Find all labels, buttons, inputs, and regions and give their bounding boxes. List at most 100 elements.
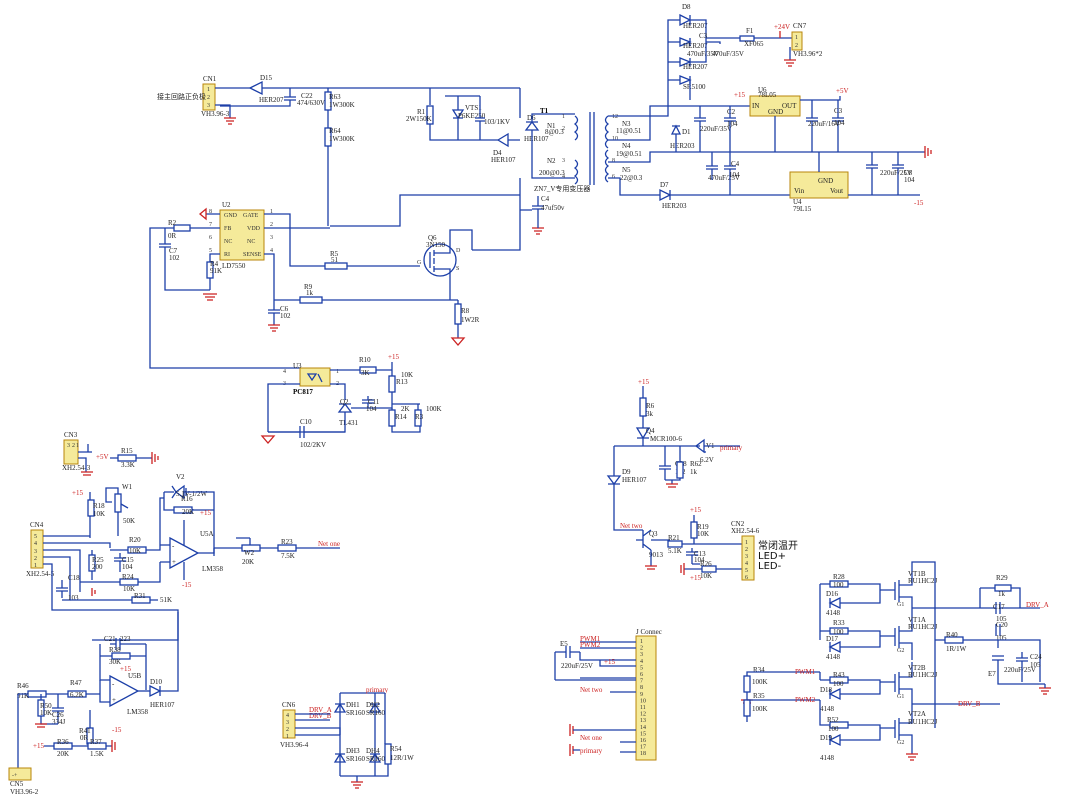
svg-text:R16: R16 — [181, 495, 193, 503]
svg-text:HER207: HER207 — [683, 22, 708, 30]
svg-text:PWM2: PWM2 — [795, 696, 816, 704]
c18-capacitor: C18 103 — [56, 574, 80, 602]
svg-text:1: 1 — [207, 87, 210, 93]
svg-text:VTS1: VTS1 — [465, 104, 482, 112]
svg-text:7: 7 — [209, 222, 212, 228]
svg-text:3.3K: 3.3K — [121, 461, 135, 469]
svg-text:1: 1 — [286, 734, 289, 740]
svg-text:200: 200 — [92, 563, 103, 571]
svg-text:10K: 10K — [93, 510, 105, 518]
svg-text:104: 104 — [122, 563, 133, 571]
svg-text:2: 2 — [745, 547, 748, 553]
svg-text:PWM1: PWM1 — [580, 635, 601, 643]
r62-resistor: R62 1k — [676, 460, 702, 479]
r34-resistor: R34 100K — [743, 666, 768, 693]
svg-text:105: 105 — [996, 615, 1007, 623]
svg-text:R15: R15 — [121, 447, 133, 455]
svg-text:4148: 4148 — [820, 754, 835, 762]
r19-resistor: R19 10K — [690, 521, 709, 539]
r4-resistor: R4 91K — [206, 260, 222, 279]
svg-text:4: 4 — [286, 713, 289, 719]
svg-text:U3: U3 — [293, 362, 302, 370]
svg-text:R13: R13 — [396, 378, 408, 386]
svg-text:G2: G2 — [897, 740, 904, 746]
svg-text:50K: 50K — [123, 517, 135, 525]
svg-text:RU1HC2J: RU1HC2J — [908, 623, 937, 631]
vt1b-mosfet: VT1B RU1HC2J — [894, 570, 937, 608]
svg-text:0R: 0R — [80, 734, 89, 742]
svg-text:HER203: HER203 — [662, 202, 687, 210]
r29-resistor: R29 1k — [994, 574, 1012, 598]
svg-text:3: 3 — [562, 158, 565, 164]
svg-text:R38: R38 — [109, 646, 121, 654]
j-connector-pin-10: 10 — [640, 698, 646, 704]
svg-text:PWM2: PWM2 — [580, 641, 601, 649]
svg-text:220uF/35V: 220uF/35V — [700, 125, 732, 133]
svg-text:NC: NC — [247, 239, 255, 245]
r47-resistor: R47 6.2K — [67, 679, 87, 699]
j-connector-pin-18: 18 — [640, 751, 646, 757]
d15-diode: D15 HER207 — [248, 74, 284, 104]
svg-text:SENSE: SENSE — [243, 252, 262, 258]
svg-text:T1: T1 — [540, 107, 549, 115]
svg-text:2K: 2K — [401, 405, 410, 413]
svg-text:11@0.51: 11@0.51 — [616, 127, 642, 135]
svg-text:3K: 3K — [361, 369, 370, 377]
svg-text:12R/1W: 12R/1W — [390, 754, 414, 762]
svg-text:G: G — [417, 260, 422, 266]
svg-text:F1: F1 — [746, 27, 754, 35]
svg-text:XF065: XF065 — [744, 40, 764, 48]
svg-text:R41: R41 — [79, 727, 91, 735]
r36-resistor: R36 20K — [53, 738, 73, 758]
svg-text:470uF/25V: 470uF/25V — [708, 174, 740, 182]
svg-text:R37: R37 — [90, 738, 102, 746]
svg-text:PWM1: PWM1 — [795, 668, 816, 676]
svg-text:470uF/35V: 470uF/35V — [712, 50, 744, 58]
j-connector-pin-9: 9 — [640, 692, 643, 698]
svg-text:30K: 30K — [109, 658, 121, 666]
svg-text:100K: 100K — [752, 678, 768, 686]
svg-text:C22: C22 — [301, 92, 313, 100]
svg-text:C4: C4 — [541, 195, 550, 203]
svg-text:-+: -+ — [12, 773, 18, 779]
cn1-type: VH3.96-3 — [201, 110, 230, 118]
u2-controller: U2 LD7550 GND GATE FB VDD NC NC RI SENSE… — [209, 201, 273, 270]
svg-text:DRV_A: DRV_A — [309, 706, 332, 714]
svg-text:N4: N4 — [622, 142, 631, 150]
vt2b-mosfet: VT2B RU1HC2J — [894, 662, 937, 700]
svg-text:Net one: Net one — [318, 540, 340, 548]
svg-text:R19: R19 — [697, 523, 709, 531]
svg-text:223: 223 — [120, 635, 131, 643]
svg-text:1: 1 — [76, 443, 79, 449]
r63-resistor: R63 1W300K — [324, 91, 355, 111]
svg-text:C8: C8 — [904, 169, 913, 177]
svg-text:20K: 20K — [182, 508, 194, 516]
r25-resistor: R25 200 — [88, 554, 104, 572]
svg-text:91K: 91K — [210, 267, 222, 275]
svg-text:P6KE250: P6KE250 — [458, 112, 486, 120]
svg-text:6.2K: 6.2K — [70, 691, 84, 699]
svg-text:R25: R25 — [92, 556, 104, 564]
c13-capacitor: C13 104 — [686, 548, 706, 564]
svg-text:XH2.54-6: XH2.54-6 — [731, 527, 760, 535]
svg-text:R47: R47 — [70, 679, 82, 687]
svg-text:E5: E5 — [560, 640, 568, 648]
svg-text:C24: C24 — [1030, 653, 1042, 661]
svg-text:VH3.96-4: VH3.96-4 — [280, 741, 309, 749]
svg-text:HER107: HER107 — [491, 156, 516, 164]
svg-text:R31: R31 — [134, 592, 146, 600]
svg-text:R29: R29 — [996, 574, 1008, 582]
svg-text:IN: IN — [752, 102, 759, 110]
svg-text:105: 105 — [996, 634, 1007, 642]
svg-text:19@0.51: 19@0.51 — [616, 150, 642, 158]
svg-text:R28: R28 — [833, 573, 845, 581]
svg-text:5: 5 — [209, 248, 212, 254]
svg-text:10K: 10K — [401, 371, 413, 379]
svg-text:105: 105 — [1030, 661, 1041, 669]
svg-text:Vin: Vin — [794, 187, 805, 195]
svg-text:2: 2 — [270, 222, 273, 228]
svg-text:104: 104 — [834, 119, 845, 127]
snubber-cap: 103/1KV — [475, 96, 510, 140]
